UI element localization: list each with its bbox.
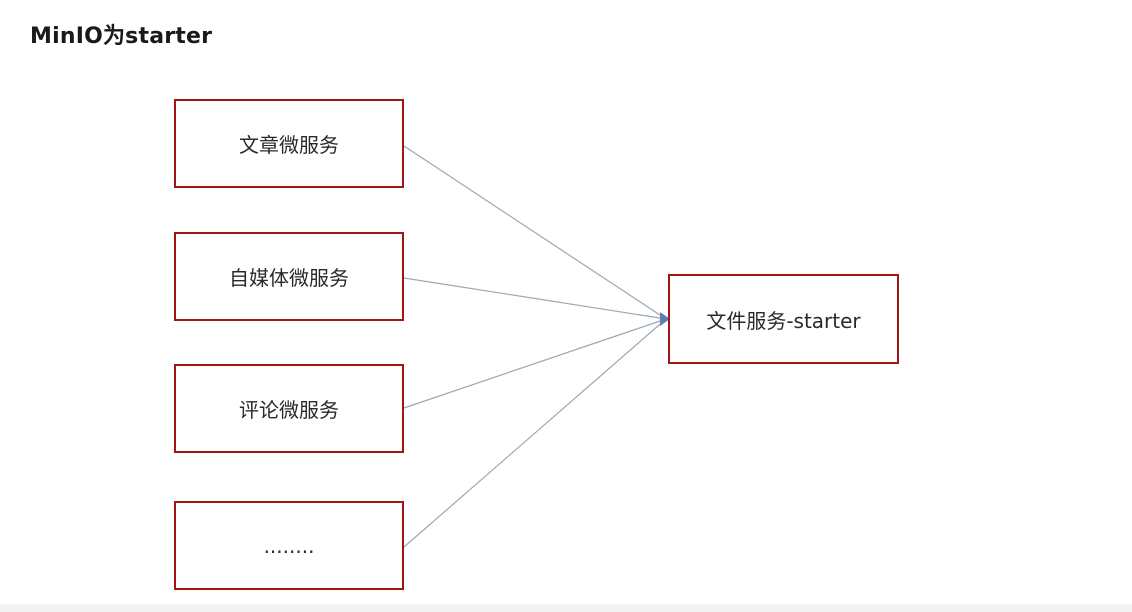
node-label: ........ (263, 533, 315, 558)
bottom-strip (0, 604, 1132, 612)
node-more-services: ........ (174, 501, 404, 590)
node-label: 文章微服务 (239, 133, 339, 157)
connector-comment (403, 318, 667, 409)
connector-media (403, 277, 667, 320)
connector-article (403, 145, 667, 320)
node-comment-service: 评论微服务 (174, 364, 404, 453)
node-media-service: 自媒体微服务 (174, 232, 404, 321)
page-title: MinIO为starter (30, 24, 213, 49)
node-label: 自媒体微服务 (229, 266, 349, 290)
node-article-service: 文章微服务 (174, 99, 404, 188)
node-file-service-starter: 文件服务-starter (668, 274, 899, 364)
node-label: 评论微服务 (239, 398, 339, 422)
node-label: 文件服务-starter (706, 308, 861, 333)
connector-more (403, 318, 667, 548)
